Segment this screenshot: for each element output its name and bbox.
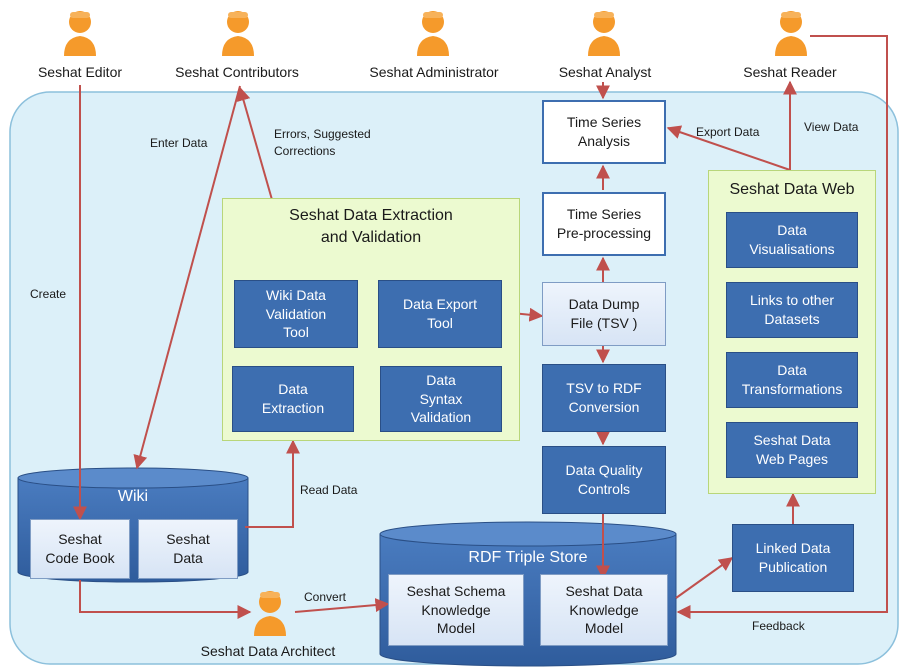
seshat-data-web-pages: Seshat Data Web Pages xyxy=(726,422,858,478)
data-dump-file: Data Dump File (TSV ) xyxy=(542,282,666,346)
arrow-contributors-to-wiki xyxy=(133,85,241,470)
edge-label-convert: Convert xyxy=(304,590,347,604)
tsv-to-rdf-conversion: TSV to RDF Conversion xyxy=(542,364,666,432)
arrow-reader-feedback xyxy=(676,35,888,619)
person-icon xyxy=(62,8,98,61)
edge-label-enter-data: Enter Data xyxy=(150,136,208,150)
edge-label-feedback: Feedback xyxy=(752,619,805,633)
wiki-title: Wiki xyxy=(117,488,149,505)
extraction-validation-title: Seshat Data Extraction and Validation xyxy=(289,207,453,246)
edge-label-read-data: Read Data xyxy=(300,483,358,497)
arrow-web-to-analysis xyxy=(666,125,791,171)
rdf-store-title: RDF Triple Store xyxy=(468,549,588,566)
actor-editor-label: Seshat Editor xyxy=(37,64,123,80)
person-icon xyxy=(220,8,256,61)
data-quality-controls: Data Quality Controls xyxy=(542,446,666,514)
actor-analyst-label: Seshat Analyst xyxy=(558,64,652,80)
data-knowledge-model: Seshat Data Knowledge Model xyxy=(540,574,668,646)
data-web-title: Seshat Data Web xyxy=(729,181,855,198)
edge-label-errors: Errors, Suggested Corrections xyxy=(274,127,371,158)
linked-data-publication: Linked Data Publication xyxy=(732,524,854,592)
arrow-wiki-to-extraction xyxy=(245,439,300,528)
time-series-analysis: Time Series Analysis xyxy=(542,100,666,164)
links-to-other-datasets: Links to other Datasets xyxy=(726,282,858,338)
edge-label-create: Create xyxy=(30,287,67,301)
person-icon xyxy=(586,8,622,61)
actor-administrator-label: Seshat Administrator xyxy=(369,64,499,80)
data-syntax-validation: Data Syntax Validation xyxy=(380,366,502,432)
person-icon xyxy=(415,8,451,61)
person-icon xyxy=(773,8,809,61)
data-transformations: Data Transformations xyxy=(726,352,858,408)
seshat-data-doc: Seshat Data xyxy=(138,519,238,579)
edge-label-export-data: Export Data xyxy=(696,125,760,139)
actor-architect-label: Seshat Data Architect xyxy=(200,643,336,659)
seshat-code-book: Seshat Code Book xyxy=(30,519,130,579)
schema-knowledge-model: Seshat Schema Knowledge Model xyxy=(388,574,524,646)
person-icon xyxy=(252,588,288,641)
data-extraction: Data Extraction xyxy=(232,366,354,432)
data-visualisations: Data Visualisations xyxy=(726,212,858,268)
arrow-architect-to-rdf xyxy=(294,598,390,613)
arrow-codebook-to-architect xyxy=(79,580,252,619)
edge-label-view-data: View Data xyxy=(804,120,859,134)
data-export-tool: Data Export Tool xyxy=(378,280,502,348)
arrow-rdf-to-linked-data xyxy=(675,557,734,599)
actor-contributors-label: Seshat Contributors xyxy=(175,64,299,80)
wiki-validation-tool: Wiki Data Validation Tool xyxy=(234,280,358,348)
time-series-preprocessing: Time Series Pre-processing xyxy=(542,192,666,256)
actor-reader-label: Seshat Reader xyxy=(743,64,837,80)
